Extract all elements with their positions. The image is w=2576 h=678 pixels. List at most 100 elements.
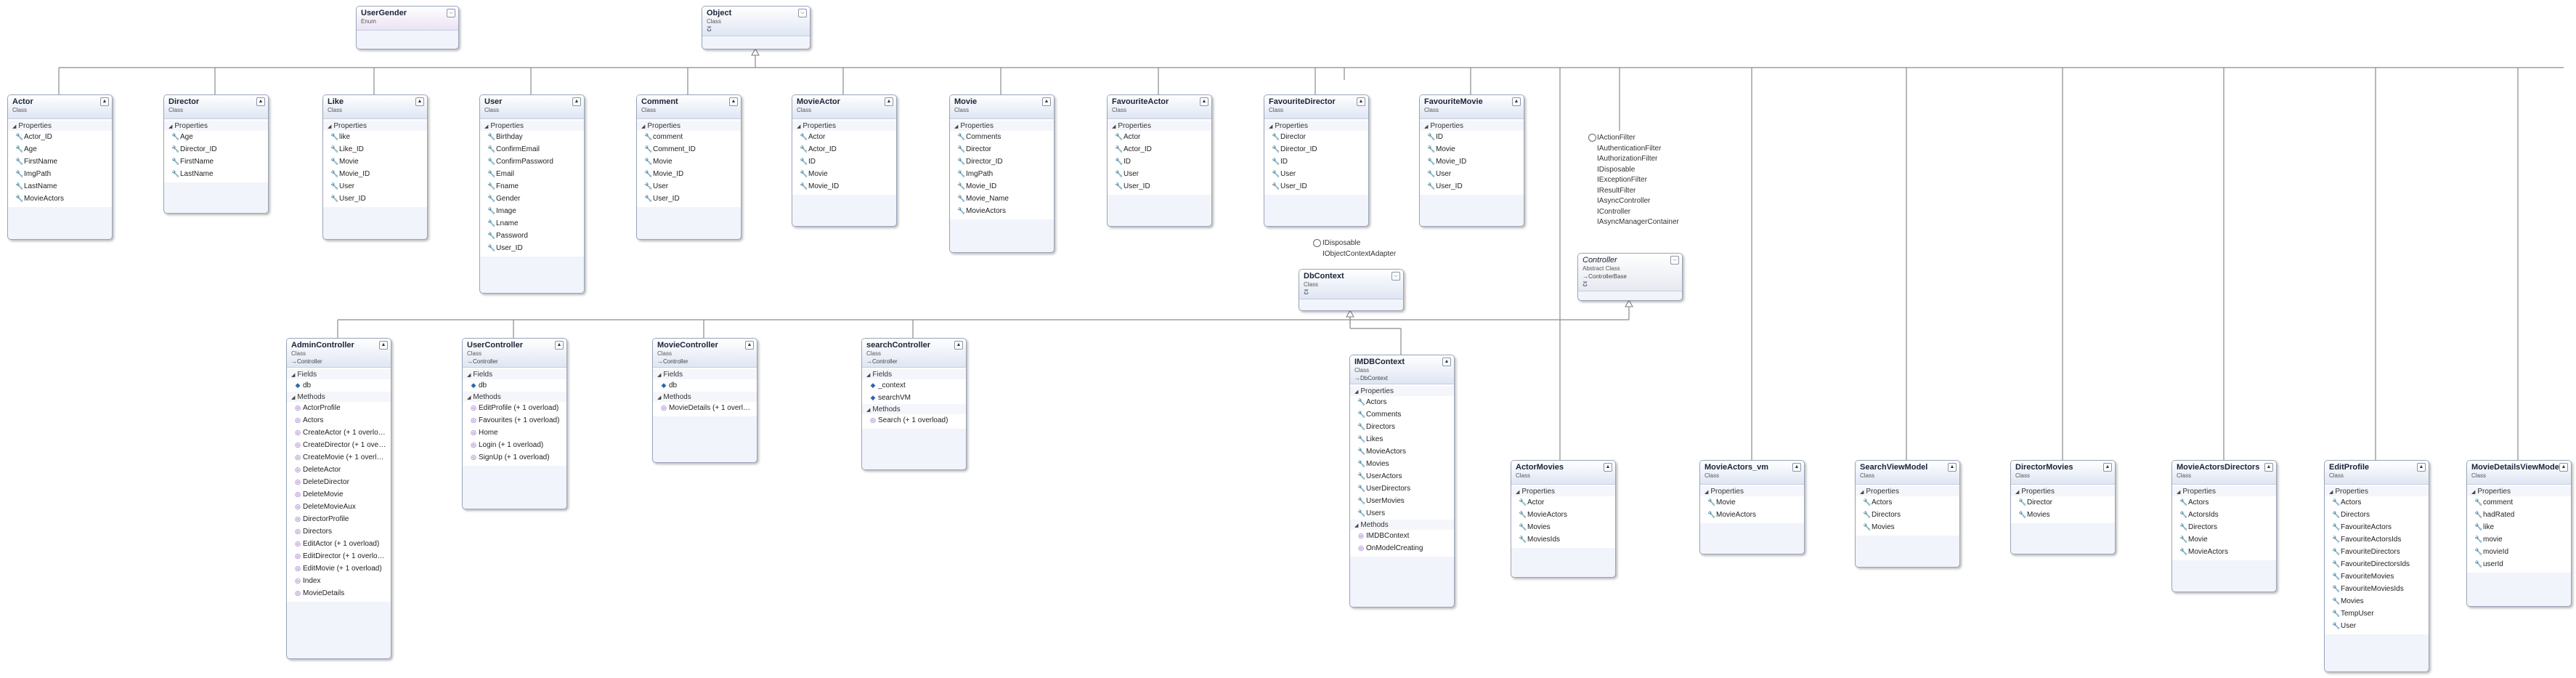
prop-member[interactable]: 🔧Comments — [1350, 408, 1454, 421]
prop-member[interactable]: 🔧User_ID — [1420, 180, 1524, 193]
prop-member[interactable]: 🔧comment — [637, 131, 741, 143]
prop-member[interactable]: 🔧Movie_ID — [1420, 156, 1524, 168]
chevron-up-icon[interactable]: ▲ — [555, 341, 564, 350]
section-header[interactable]: Properties — [323, 121, 427, 131]
chevron-up-icon[interactable]: ▲ — [256, 97, 265, 106]
prop-member[interactable]: 🔧MovieActors — [2172, 546, 2276, 558]
class-actormovies[interactable]: ActorMoviesClass▲Properties🔧Actor🔧MovieA… — [1511, 460, 1616, 578]
prop-member[interactable]: 🔧Image — [480, 205, 584, 217]
chevron-down-icon[interactable]: ⌵ — [1670, 256, 1679, 265]
prop-member[interactable]: 🔧Likes — [1350, 433, 1454, 445]
class-movie[interactable]: MovieClass▲Properties🔧Comments🔧Director🔧… — [949, 94, 1055, 253]
class-header[interactable]: searchControllerClassController▲ — [862, 339, 966, 368]
prop-member[interactable]: 🔧Movies — [1350, 458, 1454, 470]
method-member[interactable]: ◎EditMovie (+ 1 overload) — [287, 562, 391, 575]
section-header[interactable]: Methods — [463, 392, 566, 402]
prop-member[interactable]: 🔧Directors — [2325, 509, 2429, 521]
prop-member[interactable]: 🔧ConfirmPassword — [480, 156, 584, 168]
class-header[interactable]: UserControllerClassController▲ — [463, 339, 566, 368]
method-member[interactable]: ◎DirectorProfile — [287, 513, 391, 525]
prop-member[interactable]: 🔧Director_ID — [164, 143, 268, 156]
prop-member[interactable]: 🔧Password — [480, 230, 584, 242]
class-header[interactable]: AdminControllerClassController▲ — [287, 339, 391, 368]
prop-member[interactable]: 🔧MoviesIds — [1511, 533, 1615, 546]
method-member[interactable]: ◎DeleteMovie — [287, 488, 391, 501]
prop-member[interactable]: 🔧TempUser — [2325, 608, 2429, 620]
class-movieactor[interactable]: MovieActorClass▲Properties🔧Actor🔧Actor_I… — [792, 94, 897, 227]
class-imdbcontext[interactable]: IMDBContextClassDbContext▲Properties🔧Act… — [1349, 355, 1455, 608]
prop-member[interactable]: 🔧Actor_ID — [1108, 143, 1211, 156]
prop-member[interactable]: 🔧Movie_ID — [637, 168, 741, 180]
prop-member[interactable]: 🔧UserMovies — [1350, 495, 1454, 507]
section-header[interactable]: Properties — [2467, 486, 2571, 496]
prop-member[interactable]: 🔧Fname — [480, 180, 584, 193]
chevron-down-icon[interactable]: ⌵ — [798, 9, 807, 17]
prop-member[interactable]: 🔧Movie — [2172, 533, 2276, 546]
prop-member[interactable]: 🔧Like_ID — [323, 143, 427, 156]
field-member[interactable]: ◆db — [287, 379, 391, 392]
prop-member[interactable]: 🔧FavouriteMovies — [2325, 570, 2429, 583]
method-member[interactable]: ◎Actors — [287, 414, 391, 427]
section-header[interactable]: Methods — [862, 404, 966, 414]
method-member[interactable]: ◎EditActor (+ 1 overload) — [287, 538, 391, 550]
class-comment[interactable]: CommentClass▲Properties🔧comment🔧Comment_… — [636, 94, 741, 240]
prop-member[interactable]: 🔧Directors — [2172, 521, 2276, 533]
class-searchcontroller[interactable]: searchControllerClassController▲Fields◆_… — [861, 338, 967, 470]
prop-member[interactable]: 🔧Movies — [1856, 521, 1959, 533]
prop-member[interactable]: 🔧Director — [1264, 131, 1368, 143]
method-member[interactable]: ◎Search (+ 1 overload) — [862, 414, 966, 427]
prop-member[interactable]: 🔧like — [323, 131, 427, 143]
chevron-up-icon[interactable]: ▲ — [379, 341, 388, 350]
class-header[interactable]: IMDBContextClassDbContext▲ — [1350, 355, 1454, 384]
prop-member[interactable]: 🔧Director — [950, 143, 1054, 156]
prop-member[interactable]: 🔧ImgPath — [8, 168, 112, 180]
section-header[interactable]: Properties — [792, 121, 896, 131]
chevron-up-icon[interactable]: ▲ — [2417, 463, 2426, 472]
prop-member[interactable]: 🔧Movies — [1511, 521, 1615, 533]
class-usercontroller[interactable]: UserControllerClassController▲Fields◆dbM… — [462, 338, 567, 509]
prop-member[interactable]: 🔧movieId — [2467, 546, 2571, 558]
chevron-up-icon[interactable]: ▲ — [745, 341, 754, 350]
prop-member[interactable]: 🔧User — [1420, 168, 1524, 180]
prop-member[interactable]: 🔧Actor — [1108, 131, 1211, 143]
chevron-up-icon[interactable]: ▲ — [1042, 97, 1051, 106]
prop-member[interactable]: 🔧FirstName — [164, 156, 268, 168]
prop-member[interactable]: 🔧ID — [1264, 156, 1368, 168]
prop-member[interactable]: 🔧Birthday — [480, 131, 584, 143]
chevron-up-icon[interactable]: ▲ — [2264, 463, 2273, 472]
class-user[interactable]: UserClass▲Properties🔧Birthday🔧ConfirmEma… — [479, 94, 585, 294]
prop-member[interactable]: 🔧MovieActors — [1350, 445, 1454, 458]
section-header[interactable]: Properties — [1420, 121, 1524, 131]
prop-member[interactable]: 🔧Email — [480, 168, 584, 180]
section-header[interactable]: Properties — [1700, 486, 1804, 496]
prop-member[interactable]: 🔧Directors — [1350, 421, 1454, 433]
section-header[interactable]: Fields — [287, 369, 391, 379]
class-editprofile[interactable]: EditProfileClass▲Properties🔧Actors🔧Direc… — [2324, 460, 2429, 672]
section-header[interactable]: Fields — [463, 369, 566, 379]
prop-member[interactable]: 🔧Lname — [480, 217, 584, 230]
prop-member[interactable]: 🔧Actors — [1350, 396, 1454, 408]
method-member[interactable]: ◎DeleteActor — [287, 464, 391, 476]
prop-member[interactable]: 🔧Actor — [1511, 496, 1615, 509]
prop-member[interactable]: 🔧Comment_ID — [637, 143, 741, 156]
field-member[interactable]: ◆db — [653, 379, 757, 392]
chevron-up-icon[interactable]: ▲ — [2559, 463, 2568, 472]
method-member[interactable]: ◎DeleteMovieAux — [287, 501, 391, 513]
section-header[interactable]: Methods — [287, 392, 391, 402]
chevron-up-icon[interactable]: ▲ — [1200, 97, 1208, 106]
section-header[interactable]: Properties — [480, 121, 584, 131]
section-header[interactable]: Properties — [637, 121, 741, 131]
prop-member[interactable]: 🔧Movie — [1420, 143, 1524, 156]
